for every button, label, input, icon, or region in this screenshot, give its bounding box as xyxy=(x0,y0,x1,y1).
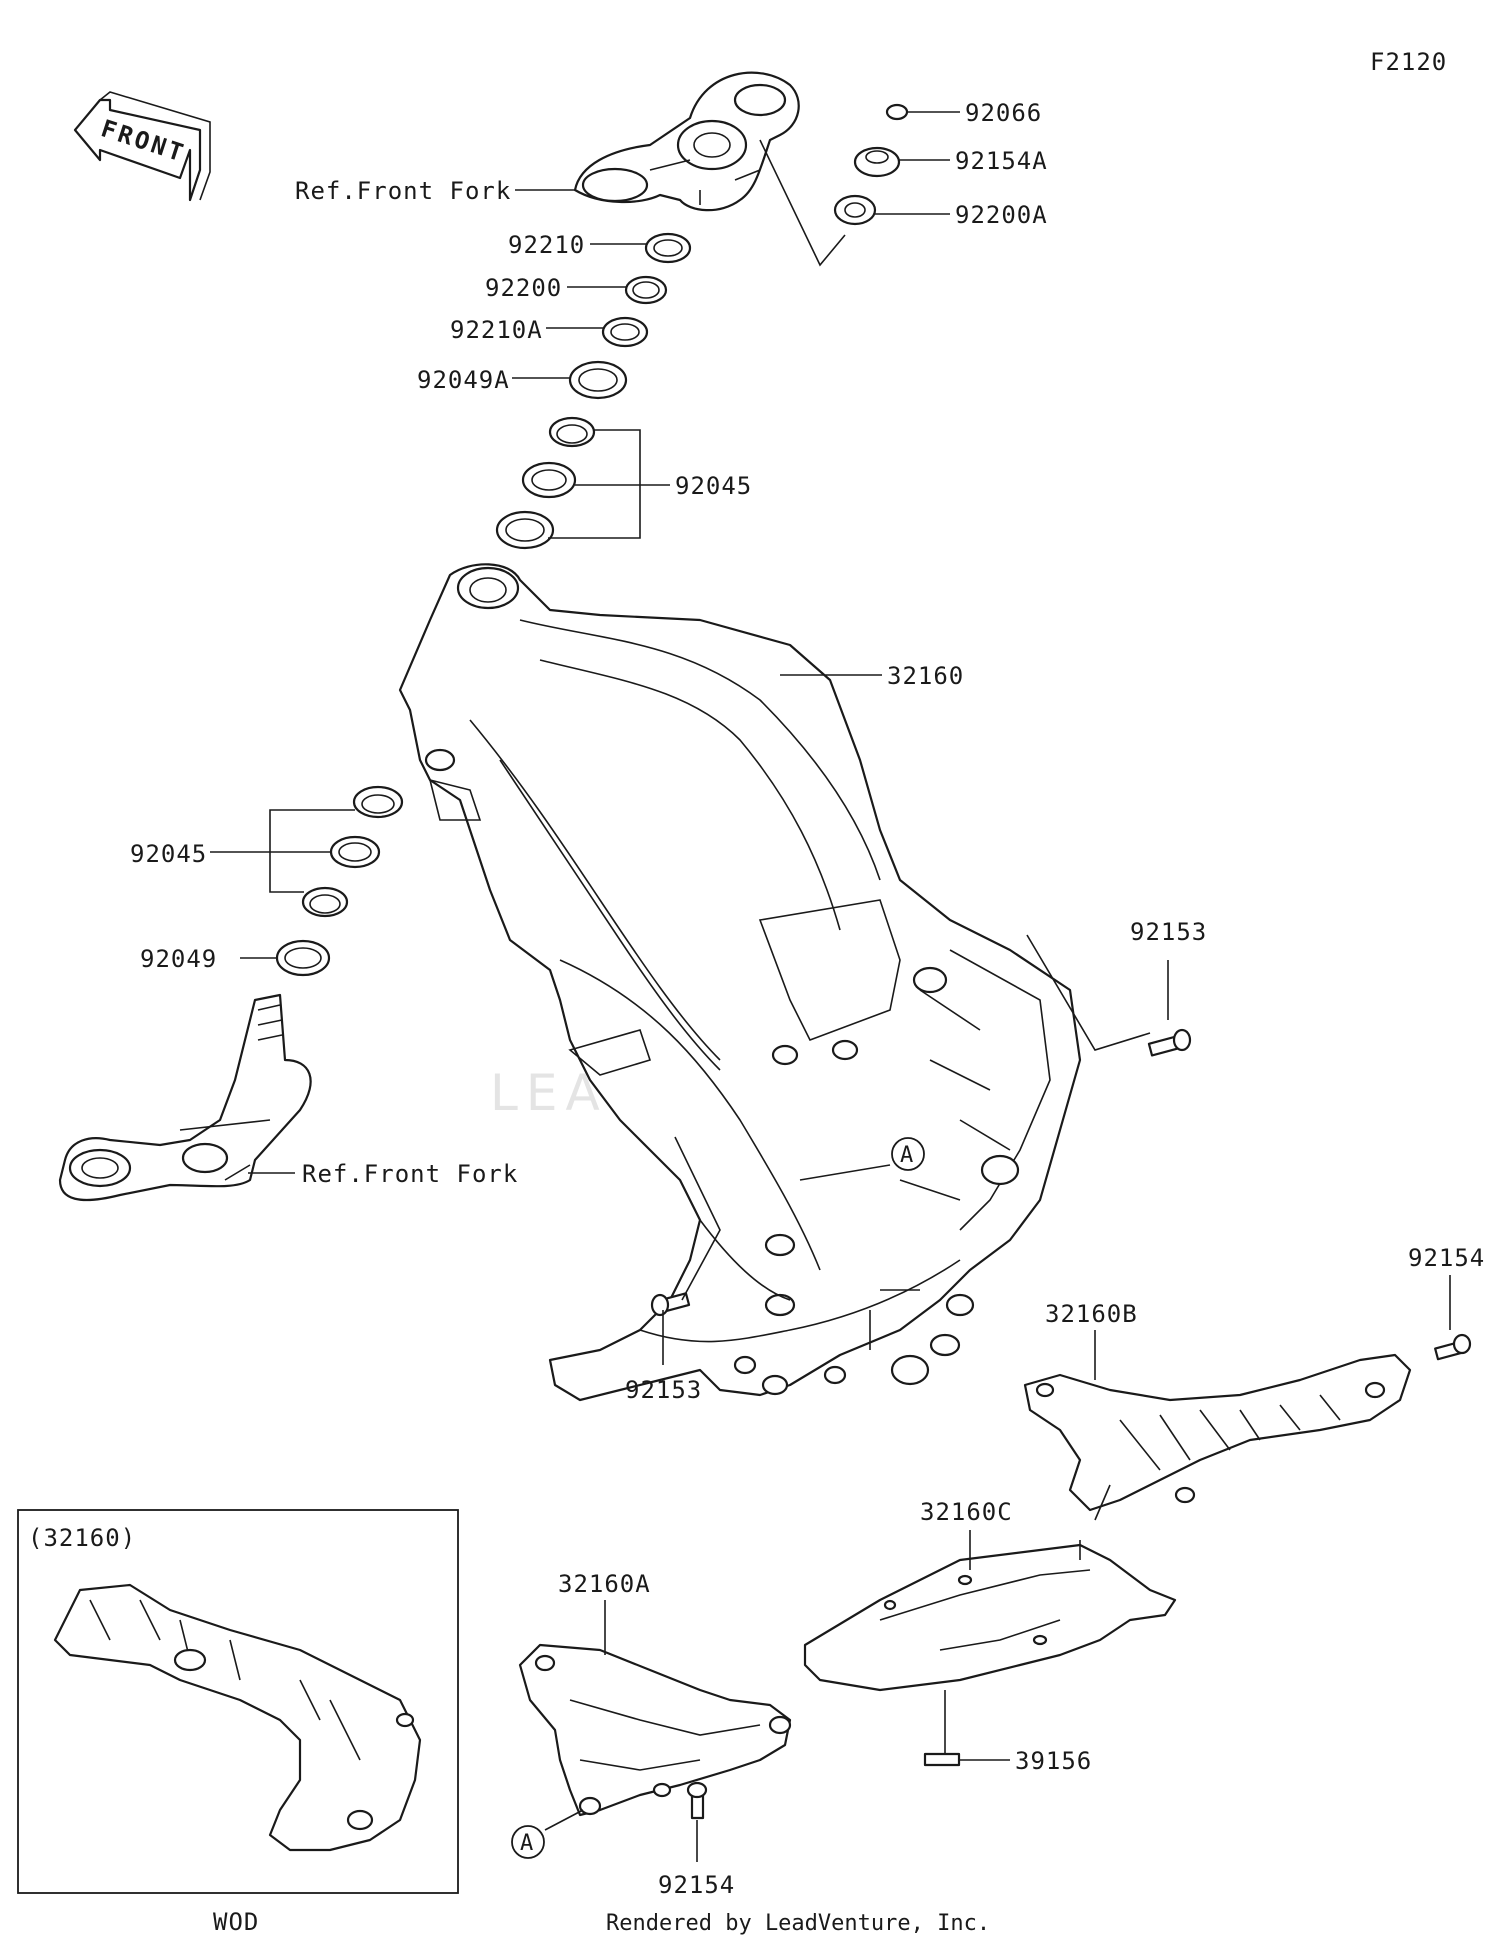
marker-A-upper: A xyxy=(891,1137,925,1171)
callout-ref-front-fork-top: Ref.Front Fork xyxy=(295,177,511,205)
seal-92049A xyxy=(568,360,628,400)
bearing-race-lower xyxy=(301,886,349,918)
washer-92200 xyxy=(624,275,668,305)
leader-lines xyxy=(210,111,1451,1862)
callout-92153-right: 92153 xyxy=(1130,918,1207,946)
cap-92066 xyxy=(885,103,909,121)
callout-ref-front-fork-bottom: Ref.Front Fork xyxy=(302,1160,518,1188)
callout-92154-bottom: 92154 xyxy=(658,1871,735,1899)
washer-92200A xyxy=(833,194,877,226)
nut-92210 xyxy=(644,232,692,264)
lower-triple-clamp xyxy=(58,993,312,1202)
nut-92154A xyxy=(853,146,901,178)
bearing-cup-lower xyxy=(352,785,404,819)
bracket-32160B xyxy=(1023,1353,1412,1512)
clip-39156 xyxy=(923,1752,961,1767)
callout-39156: 39156 xyxy=(1015,1747,1092,1775)
bolt-92153-right xyxy=(1147,1028,1192,1057)
svg-text:A: A xyxy=(520,1831,534,1856)
callout-92154-right: 92154 xyxy=(1408,1244,1485,1272)
callout-92045-top: 92045 xyxy=(675,472,752,500)
bracket-32160C xyxy=(803,1543,1177,1692)
bearing-lower xyxy=(329,835,381,869)
bolt-92154-bottom xyxy=(686,1781,708,1820)
callout-92049A: 92049A xyxy=(417,366,510,394)
callout-32160C: 32160C xyxy=(920,1498,1013,1526)
bracket-32160A xyxy=(518,1643,792,1817)
callout-92066: 92066 xyxy=(965,99,1042,127)
bearing-cup-top xyxy=(495,510,555,550)
callout-32160B: 32160B xyxy=(1045,1300,1138,1328)
callout-32160A: 32160A xyxy=(558,1570,651,1598)
seal-92049 xyxy=(275,939,331,977)
inset-title: (32160) xyxy=(28,1524,136,1552)
inset-caption: WOD xyxy=(213,1908,259,1936)
svg-text:A: A xyxy=(900,1143,914,1168)
callout-92210A: 92210A xyxy=(450,316,543,344)
bolt-92154-right xyxy=(1434,1333,1472,1361)
marker-A-lower: A xyxy=(511,1825,545,1859)
footer-credit: Rendered by LeadVenture, Inc. xyxy=(606,1911,990,1936)
upper-triple-clamp xyxy=(573,71,800,212)
bolt-92153-bottom xyxy=(650,1292,691,1317)
callout-92200A: 92200A xyxy=(955,201,1048,229)
bearing-top xyxy=(521,461,577,499)
inset-frame-32160: (32160) WOD xyxy=(17,1509,459,1936)
callout-92154A: 92154A xyxy=(955,147,1048,175)
callout-92210: 92210 xyxy=(508,231,585,259)
callout-92045-left: 92045 xyxy=(130,840,207,868)
callout-92153-bottom: 92153 xyxy=(625,1376,702,1404)
callout-92200: 92200 xyxy=(485,274,562,302)
callout-32160: 32160 xyxy=(887,662,964,690)
callout-92049: 92049 xyxy=(140,945,217,973)
bearing-race-top xyxy=(548,416,596,448)
figure-code: F2120 xyxy=(1370,48,1447,76)
main-frame-32160 xyxy=(398,563,1082,1402)
front-arrow-icon: FRONT xyxy=(73,91,211,202)
nut-92210A xyxy=(601,316,649,348)
